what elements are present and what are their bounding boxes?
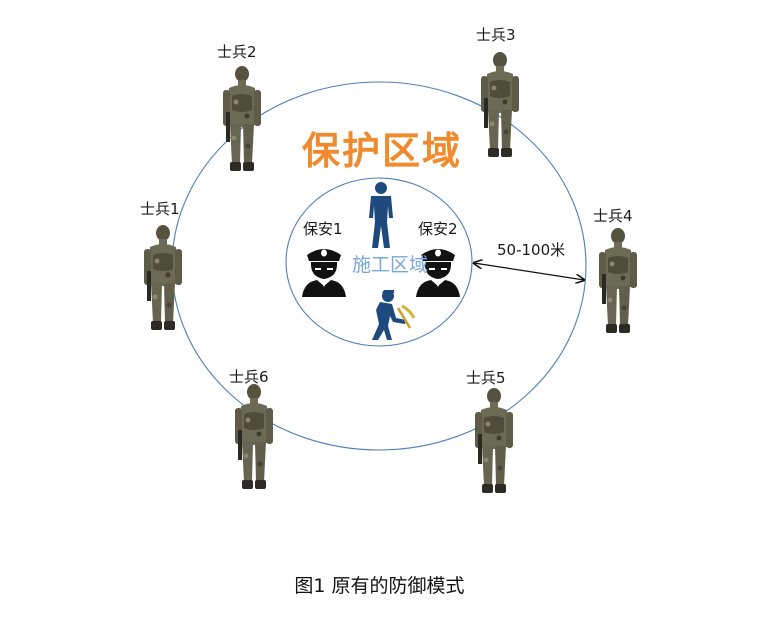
soldier-icon <box>475 388 513 493</box>
soldier-icon <box>223 66 261 171</box>
guard-label-2: 保安2 <box>418 220 458 238</box>
soldier-label-5: 士兵5 <box>466 369 506 387</box>
soldier-label-4: 士兵4 <box>593 207 633 225</box>
soldier-label-2: 士兵2 <box>217 43 257 61</box>
worker-icon <box>369 182 393 248</box>
soldier-label-6: 士兵6 <box>229 368 269 386</box>
soldier-icon <box>481 52 519 157</box>
construction-zone-circle <box>285 177 473 347</box>
guard-icon <box>302 249 346 297</box>
construction-zone-title: 施工区域 <box>352 254 429 276</box>
soldier-label-3: 士兵3 <box>476 26 516 44</box>
soldier-icon <box>235 384 273 489</box>
figure-caption: 图1 原有的防御模式 <box>294 575 465 597</box>
guard-label-1: 保安1 <box>303 220 343 238</box>
soldier-icon <box>144 225 182 330</box>
double-arrow-icon <box>474 263 584 280</box>
worker-icon <box>372 290 416 340</box>
protection-zone-title: 保护区域 <box>302 129 463 173</box>
soldier-label-1: 士兵1 <box>140 200 180 218</box>
soldier-icon <box>599 228 637 333</box>
distance-label: 50-100米 <box>497 241 566 259</box>
pickaxe-icon <box>396 304 416 329</box>
